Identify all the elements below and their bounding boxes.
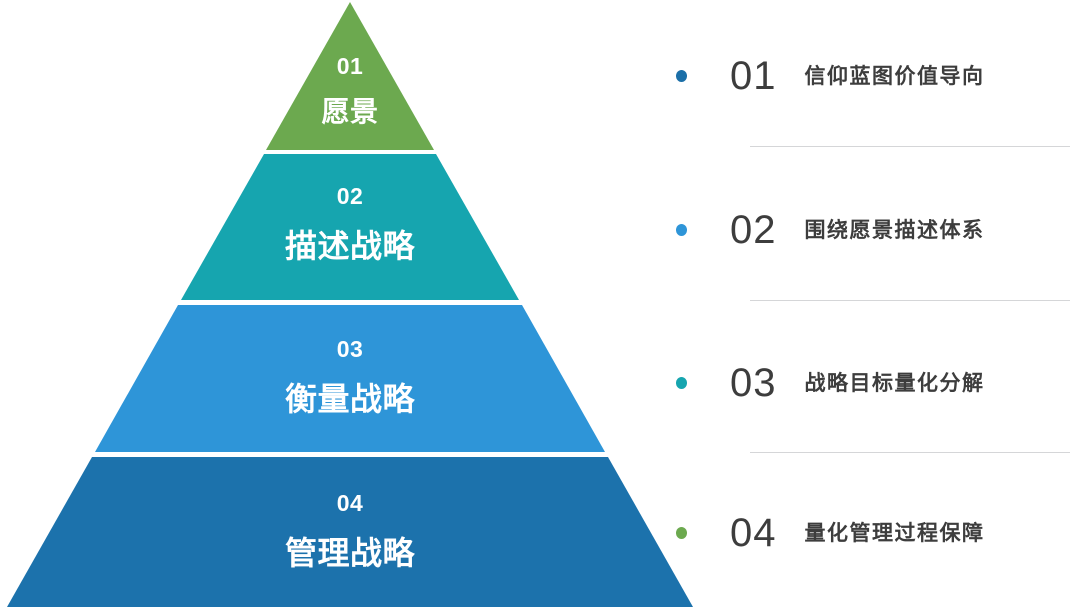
pyramid-shape-group <box>7 2 693 607</box>
pyramid-diagram: 01 愿景 02 描述战略 03 衡量战略 04 管理战略 <box>7 2 693 607</box>
list-item-number: 04 <box>730 511 777 555</box>
bullet-icon <box>676 70 687 82</box>
pyramid-tier-4-shape[interactable] <box>7 457 693 607</box>
list-item-label: 战略目标量化分解 <box>804 371 985 395</box>
list-item-label: 量化管理过程保障 <box>804 521 985 545</box>
list-item[interactable]: 03 战略目标量化分解 <box>660 343 1080 423</box>
list-divider <box>750 146 1070 147</box>
legend-list: 01 信仰蓝图价值导向 02 围绕愿景描述体系 03 战略目标量化分解 04 量… <box>660 0 1080 607</box>
list-divider <box>750 300 1070 301</box>
pyramid-tier-3-shape[interactable] <box>95 305 605 452</box>
list-item-number: 03 <box>730 361 777 405</box>
list-item[interactable]: 04 量化管理过程保障 <box>660 493 1080 573</box>
pyramid-tier-1-shape[interactable] <box>266 2 434 150</box>
list-item-label: 信仰蓝图价值导向 <box>804 64 985 88</box>
bullet-icon <box>676 377 687 389</box>
bullet-icon <box>676 527 687 539</box>
list-item-number: 02 <box>730 208 777 252</box>
list-item-label: 围绕愿景描述体系 <box>804 218 985 242</box>
list-item-number: 01 <box>730 54 777 98</box>
list-item[interactable]: 02 围绕愿景描述体系 <box>660 190 1080 270</box>
bullet-icon <box>676 224 687 236</box>
list-divider <box>750 452 1070 453</box>
list-item[interactable]: 01 信仰蓝图价值导向 <box>660 36 1080 116</box>
pyramid-tier-2-shape[interactable] <box>181 154 519 300</box>
